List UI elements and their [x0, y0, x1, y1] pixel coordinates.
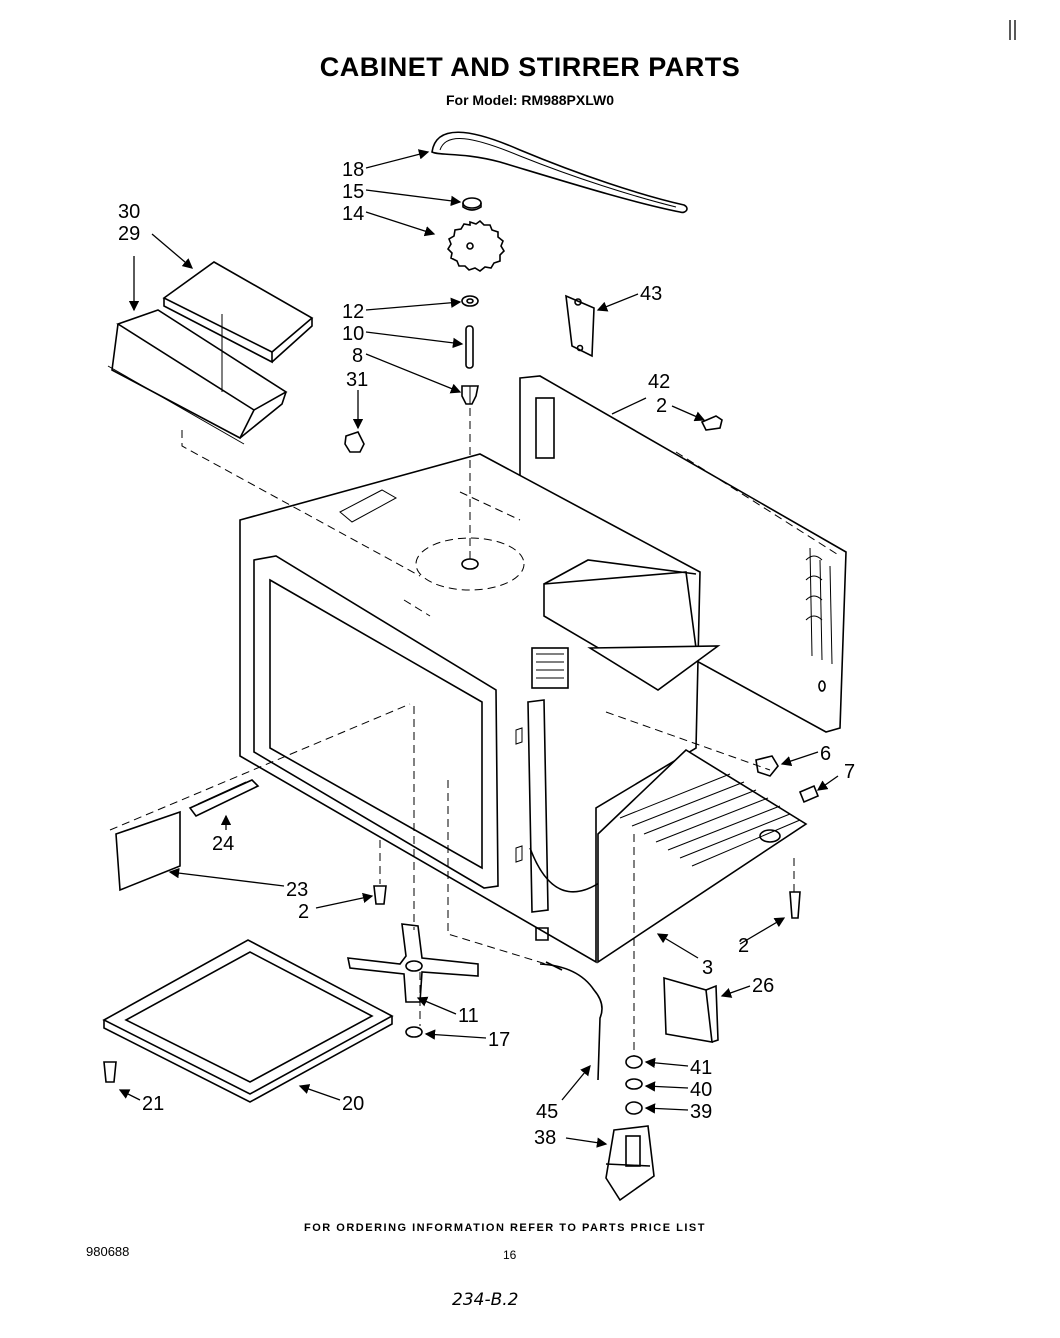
part-stirrer-blade-11	[347, 923, 479, 1003]
callout-2-top: 2	[656, 395, 667, 417]
part-cabinet-3	[239, 453, 808, 964]
callout-30: 30	[118, 201, 140, 223]
page-title: CABINET AND STIRRER PARTS	[319, 52, 741, 82]
callout-15: 15	[342, 181, 364, 203]
part-screw-2b	[373, 885, 387, 905]
callout-18: 18	[342, 159, 364, 181]
callout-labels: 18 15 14 30 29 12 10 8 31 43 42 2 6 7 24…	[118, 159, 855, 1149]
part-clip-31	[344, 431, 365, 453]
callout-38: 38	[534, 1127, 556, 1149]
callout-6: 6	[820, 743, 831, 765]
callout-2-right: 2	[738, 935, 749, 957]
callout-39: 39	[690, 1101, 712, 1123]
callout-26: 26	[752, 975, 774, 997]
part-bushing-8	[461, 385, 479, 405]
leader-lines	[118, 149, 839, 1148]
part-nut-17	[405, 1026, 423, 1038]
part-strip-24	[188, 779, 260, 818]
callout-14: 14	[342, 203, 364, 225]
part-washer-12	[461, 295, 479, 307]
part-pin-7	[798, 784, 820, 804]
callout-42: 42	[648, 371, 670, 393]
callout-3: 3	[702, 957, 713, 979]
callout-29: 29	[118, 223, 140, 245]
callout-8: 8	[352, 345, 363, 367]
ordering-note: FOR ORDERING INFORMATION REFER TO PARTS …	[304, 1222, 706, 1234]
part-card-26	[663, 976, 719, 1043]
callout-31: 31	[346, 369, 368, 391]
part-screw-2c	[789, 891, 801, 919]
callout-41: 41	[690, 1057, 712, 1079]
part-washer-40	[625, 1078, 643, 1090]
callout-40: 40	[690, 1079, 712, 1101]
part-tube-45	[539, 961, 603, 1081]
page-number: 16	[503, 1248, 517, 1262]
callout-43: 43	[640, 283, 662, 305]
corner-mark	[1009, 20, 1016, 40]
part-bracket-43	[565, 294, 595, 358]
part-panel-23	[109, 703, 411, 892]
part-shaft-10	[465, 325, 474, 369]
callout-23: 23	[286, 879, 308, 901]
part-belt	[431, 131, 688, 214]
callout-17: 17	[488, 1029, 510, 1051]
handwritten-note: 234-B.2	[452, 1290, 519, 1310]
callout-45: 45	[536, 1101, 558, 1123]
assembly-guide-lines	[181, 408, 841, 1056]
document-number: 980688	[86, 1244, 130, 1259]
callout-10: 10	[342, 323, 364, 345]
part-motor-38	[605, 1125, 655, 1202]
part-nut-41	[625, 1055, 643, 1069]
part-screw-2a	[700, 415, 723, 431]
part-washer-39	[625, 1101, 643, 1115]
part-nut-15	[462, 197, 482, 211]
callout-12: 12	[342, 301, 364, 323]
callout-20: 20	[342, 1093, 364, 1115]
callout-2-mid: 2	[298, 901, 309, 923]
callout-11: 11	[458, 1005, 479, 1027]
part-tray-cover-30	[162, 261, 314, 364]
part-latch-6	[755, 755, 779, 777]
part-frame-20	[102, 939, 394, 1103]
part-stirrer-pulley	[446, 219, 506, 272]
part-tray-29	[107, 309, 288, 445]
callout-24: 24	[212, 833, 234, 855]
callout-7: 7	[844, 761, 855, 783]
callout-21: 21	[142, 1093, 164, 1115]
model-subtitle: For Model: RM988PXLW0	[445, 92, 615, 108]
part-screw-21	[103, 1061, 117, 1083]
